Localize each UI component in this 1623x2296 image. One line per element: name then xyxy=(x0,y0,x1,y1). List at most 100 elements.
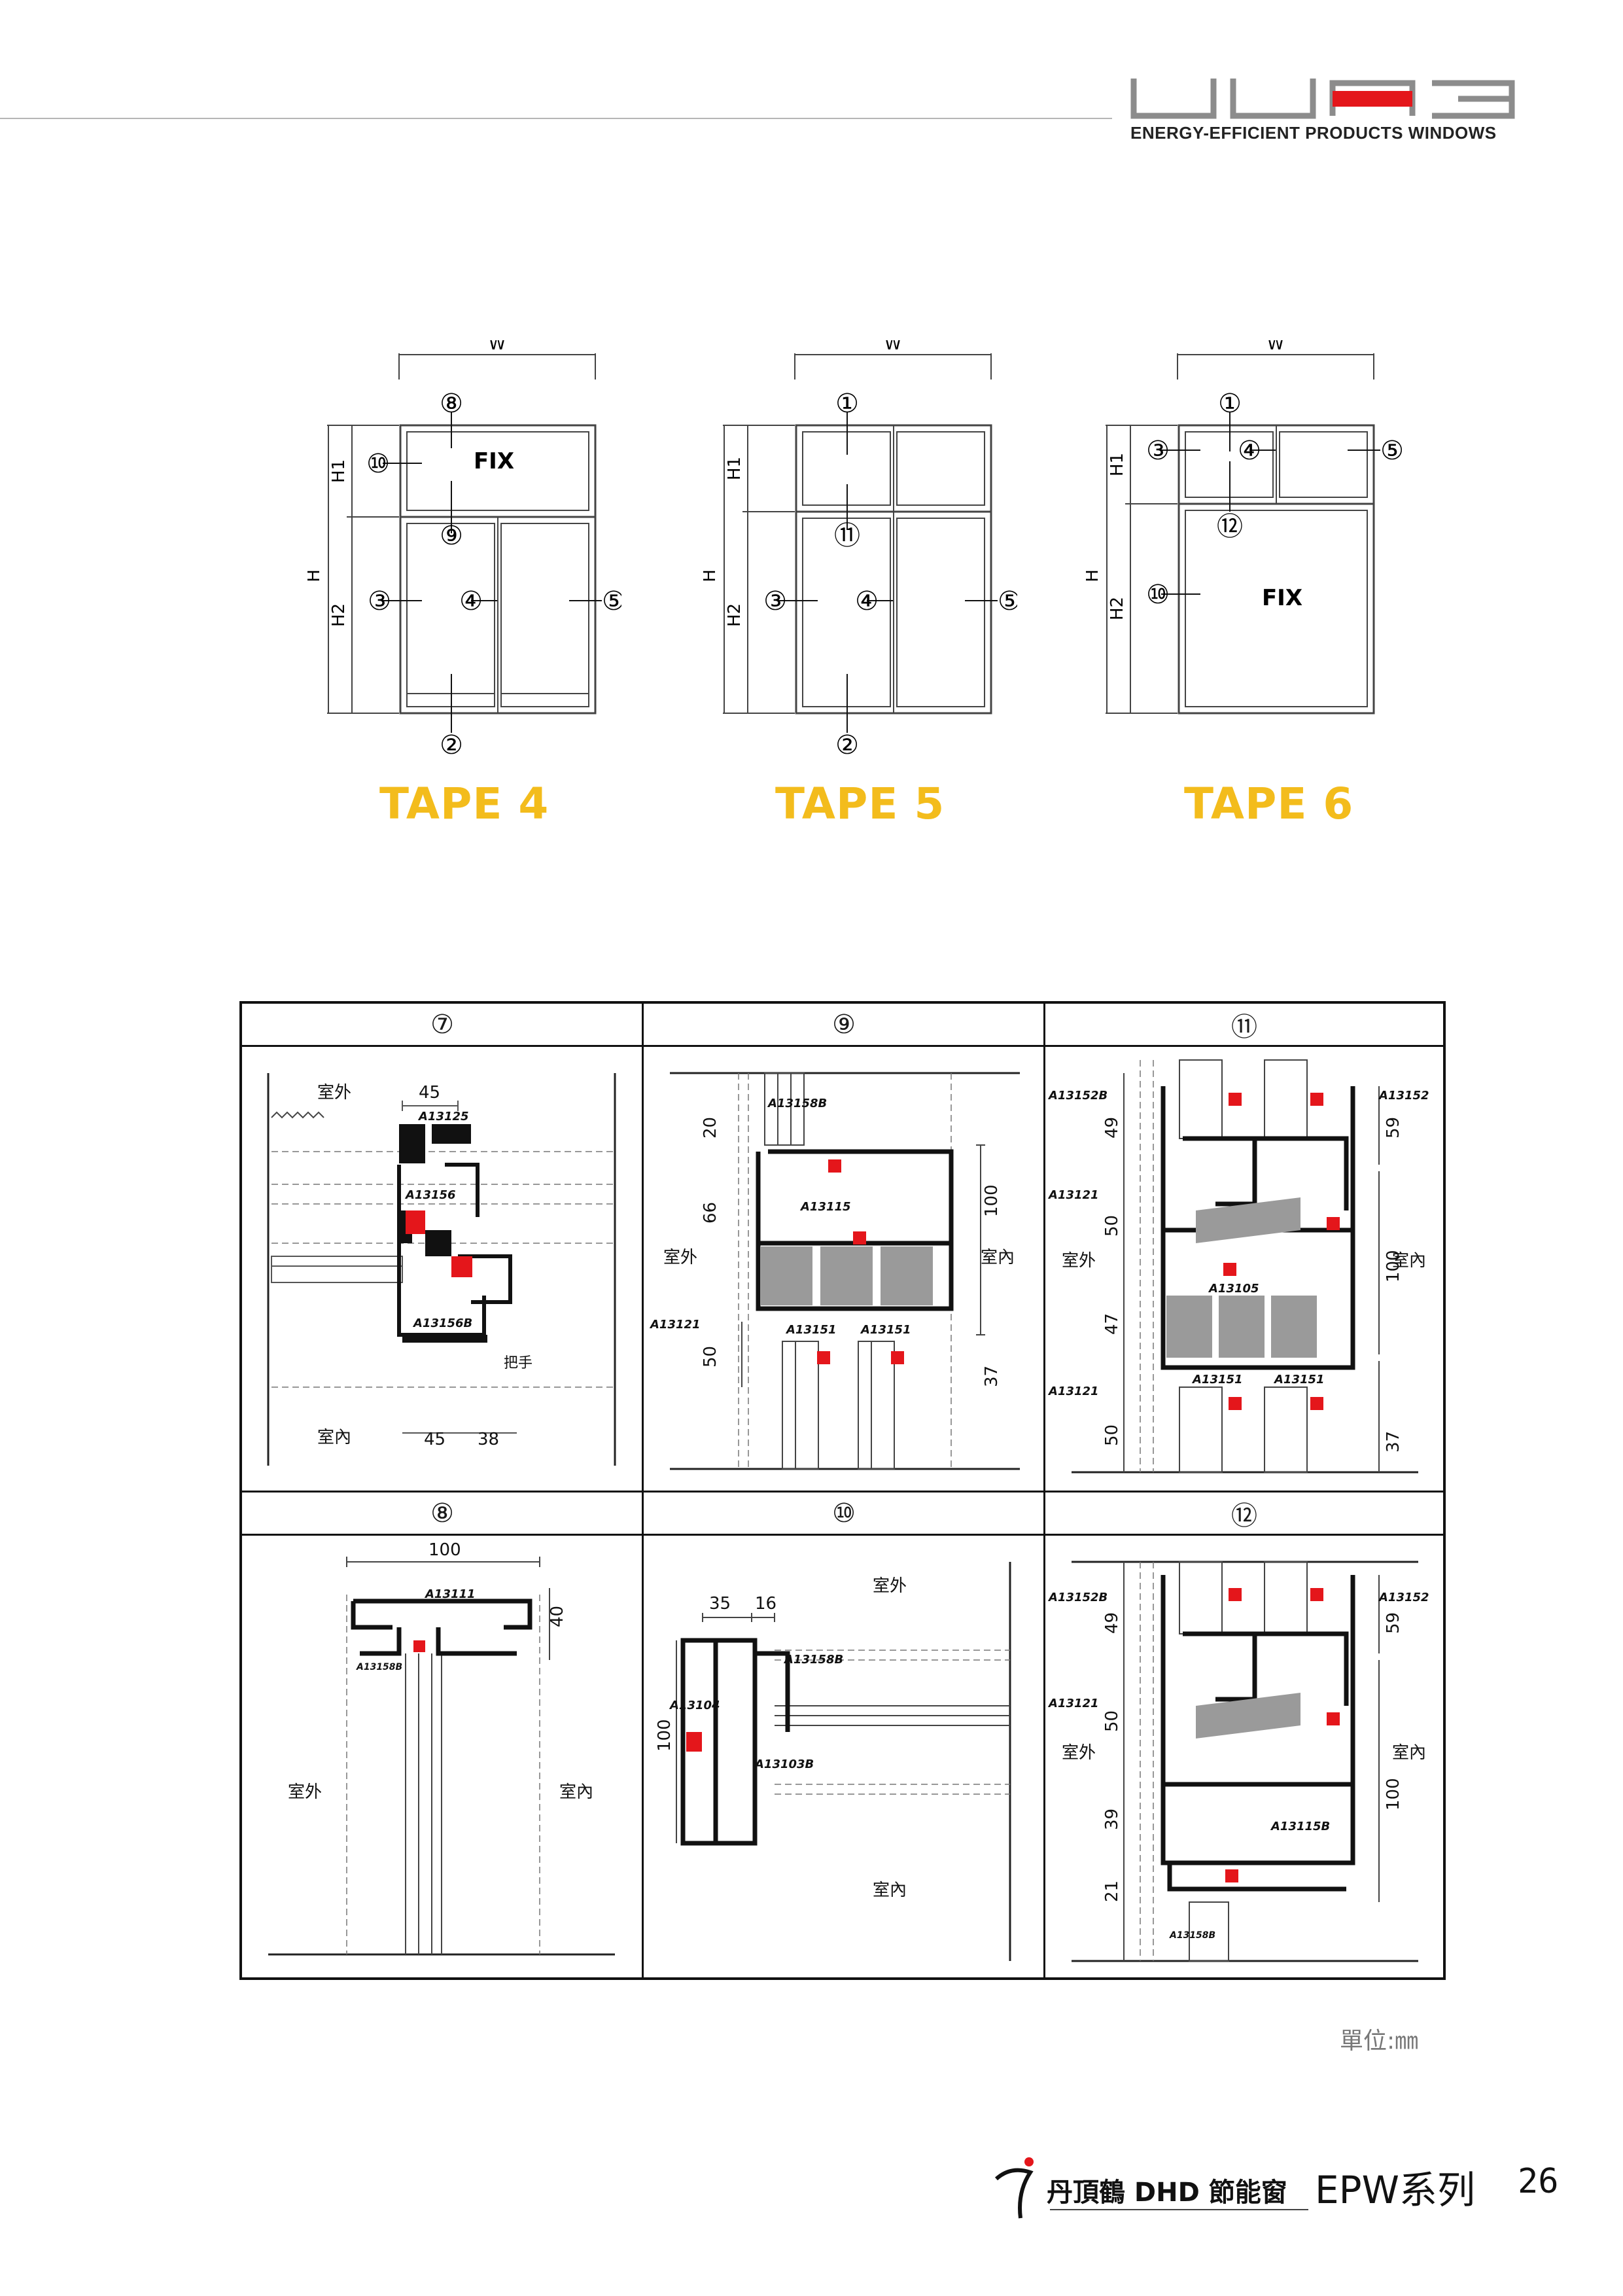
inside-label: 室內 xyxy=(981,1248,1015,1267)
callout-12: ⑫ xyxy=(1217,512,1243,542)
dim-label: 21 xyxy=(1102,1881,1122,1902)
dim-label: 59 xyxy=(1384,1117,1403,1139)
h1-label: H1 xyxy=(725,457,744,480)
callout-8: ⑧ xyxy=(440,389,463,419)
section-cell-8: ⑧ 室外 室內 xyxy=(242,1492,642,1980)
height-label: H xyxy=(1086,569,1102,582)
footer-rule xyxy=(1050,2209,1308,2210)
part-label: A13158B xyxy=(783,1653,843,1667)
part-label: A13151 xyxy=(860,1323,911,1337)
part-label: A13156B xyxy=(412,1316,472,1330)
height-label: H xyxy=(307,569,324,582)
handle-note: 把手 xyxy=(504,1355,532,1371)
fix-label: FIX xyxy=(474,448,514,474)
part-label: A13158B xyxy=(356,1662,402,1672)
h2-label: H2 xyxy=(329,603,349,627)
part-label: A13151 xyxy=(1191,1373,1243,1386)
dim-label: 49 xyxy=(1102,1117,1122,1139)
section-number: ⑫ xyxy=(1045,1492,1443,1536)
section-drawing-11: 室外 室內 49 50 47 50 59 100 37 A13152B A131… xyxy=(1047,1059,1429,1474)
dim-label: 37 xyxy=(982,1366,1002,1387)
type-label-4: TAPE 4 xyxy=(379,779,550,829)
part-label: A13151 xyxy=(1273,1373,1325,1386)
dim-label: 39 xyxy=(1102,1809,1122,1830)
section-cell-10: ⑩ xyxy=(644,1492,1044,1980)
section-number: ⑧ xyxy=(242,1492,642,1536)
callout-5: ⑤ xyxy=(998,586,1017,616)
section-number: ⑪ xyxy=(1045,1004,1443,1047)
part-label: A13125 xyxy=(417,1110,469,1123)
section-drawing-12: 室外 室內 49 50 39 21 59 100 A13152B A13152 … xyxy=(1047,1561,1429,1962)
part-label: A13111 xyxy=(424,1587,476,1601)
part-label: A13156 xyxy=(404,1188,456,1202)
dim-label: 100 xyxy=(1384,1250,1403,1282)
section-number: ⑨ xyxy=(644,1004,1044,1047)
part-label: A13152 xyxy=(1378,1089,1429,1103)
dim-label: 37 xyxy=(1384,1431,1403,1453)
section-drawing-8: 室外 室內 100 40 A13111 A13158B xyxy=(268,1540,615,1956)
callout-4: ④ xyxy=(459,586,483,616)
part-label: A13152B xyxy=(1047,1591,1108,1604)
dim-label: 100 xyxy=(428,1540,461,1560)
inside-label: 室內 xyxy=(1392,1251,1426,1271)
width-label: W xyxy=(489,340,506,354)
elevation-tape-4: W H H1 H2 FIX ⑧ ⑩ ⑨ ③ ④ ⑤ ② xyxy=(307,340,621,759)
dim-label: 100 xyxy=(655,1719,674,1752)
h1-label: H1 xyxy=(329,459,349,483)
type-label-6: TAPE 6 xyxy=(1184,779,1354,829)
outside-label: 室外 xyxy=(873,1576,907,1596)
callout-4: ④ xyxy=(1238,436,1261,466)
section-detail-grid: ⑦ xyxy=(239,1001,1446,1980)
part-label: A13152 xyxy=(1378,1591,1429,1604)
section-number: ⑦ xyxy=(242,1004,642,1047)
grid-divider xyxy=(242,1491,1443,1492)
section-cell-12: ⑫ xyxy=(1045,1492,1443,1980)
footer-brand: 丹頂鶴 DHD 節能窗 xyxy=(1047,2178,1287,2208)
callout-5: ⑤ xyxy=(602,586,621,616)
part-label: A13104 xyxy=(669,1699,720,1712)
h1-label: H1 xyxy=(1108,453,1127,476)
dim-label: 38 xyxy=(478,1430,499,1449)
callout-2: ② xyxy=(835,730,859,759)
callout-10: ⑩ xyxy=(1146,580,1170,610)
header-rule xyxy=(0,118,1112,119)
h2-label: H2 xyxy=(725,603,744,627)
inside-label: 室內 xyxy=(873,1881,907,1900)
type-label-5: TAPE 5 xyxy=(775,779,945,829)
footer-series: EPW系列 xyxy=(1315,2168,1475,2212)
part-label: A13121 xyxy=(649,1318,701,1332)
elevation-tape-5: W H H1 H2 ① ⑪ ③ ④ ⑤ ② xyxy=(703,340,1017,759)
callout-3: ③ xyxy=(1146,436,1170,466)
height-label: H xyxy=(703,569,720,582)
dim-label: 45 xyxy=(419,1083,440,1103)
part-label: A13121 xyxy=(1047,1385,1099,1398)
callout-5: ⑤ xyxy=(1380,436,1404,466)
section-cell-11: ⑪ xyxy=(1045,1004,1443,1491)
logo-red-bar xyxy=(1333,91,1412,107)
callout-1: ① xyxy=(1218,389,1242,419)
callout-9: ⑨ xyxy=(440,521,463,551)
callout-4: ④ xyxy=(855,586,879,616)
dim-label: 50 xyxy=(1102,1215,1122,1237)
brand-logo xyxy=(1130,79,1515,119)
dim-label: 16 xyxy=(755,1594,777,1614)
h2-label: H2 xyxy=(1108,597,1127,620)
section-number: ⑩ xyxy=(644,1492,1044,1536)
outside-label: 室外 xyxy=(317,1083,351,1103)
crane-logo-icon xyxy=(994,2157,1034,2219)
dim-label: 50 xyxy=(1102,1424,1122,1446)
part-label: A13121 xyxy=(1047,1188,1099,1202)
dim-label: 59 xyxy=(1384,1612,1403,1634)
width-label: W xyxy=(884,340,901,354)
dim-label: 45 xyxy=(424,1430,445,1449)
callout-11: ⑪ xyxy=(834,521,860,551)
logo-caption: ENERGY-EFFICIENT PRODUCTS WINDOWS xyxy=(1130,123,1497,143)
part-label: A13121 xyxy=(1047,1697,1099,1710)
elevation-tape-6: W H H1 H2 FIX ① ③ ④ ⑤ ⑫ ⑩ xyxy=(1086,340,1404,715)
dim-label: 49 xyxy=(1102,1612,1122,1634)
callout-10: ⑩ xyxy=(366,449,390,479)
callout-3: ③ xyxy=(763,586,787,616)
dim-label: 47 xyxy=(1102,1313,1122,1335)
part-label: A13105 xyxy=(1208,1282,1259,1296)
dim-label: 100 xyxy=(1384,1778,1403,1810)
